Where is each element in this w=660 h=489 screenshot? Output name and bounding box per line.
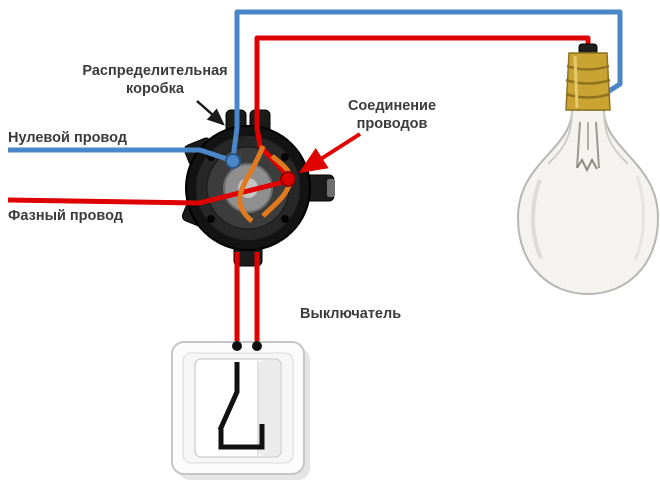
- filament-supports: [576, 121, 600, 169]
- neutral-wire-left: [8, 147, 234, 164]
- wires: [7, 9, 623, 344]
- switch-terminal-dot: [252, 341, 262, 351]
- neutral-wire-label: Нулевой провод: [8, 130, 128, 146]
- bulb-base-threads: [565, 64, 611, 99]
- bulb-neck-line: [603, 111, 629, 165]
- filament: [576, 157, 598, 173]
- bulb-neck-line: [547, 111, 573, 165]
- bulb-glass: [516, 109, 660, 296]
- bulb-glass-highlight: [531, 179, 543, 259]
- switch-terminal-dot: [232, 341, 242, 351]
- box-screw: [207, 215, 215, 223]
- phase-wire-label: Фазный провод: [8, 208, 123, 224]
- phase-connection-dot: [280, 171, 296, 187]
- distribution-box-label: Распределительная коробка: [82, 63, 228, 98]
- distribution-box-arrow: [196, 100, 225, 126]
- switch-label: Выключатель: [300, 306, 402, 322]
- neutral-connection-dot: [225, 153, 241, 169]
- gland-right-cap: [327, 179, 335, 197]
- light-switch: [171, 341, 310, 480]
- phase-wire-left: [7, 178, 289, 206]
- neutral-wire-to-bulb: [230, 9, 623, 159]
- wire-connection-label: Соединение проводов: [347, 98, 437, 133]
- wire-connection-arrow: [298, 132, 362, 174]
- bulb-glass-highlight: [633, 175, 645, 261]
- phase-wire-to-bulb: [254, 35, 591, 178]
- bulb-base-highlight: [573, 55, 579, 109]
- connection-wire-strand: [237, 145, 266, 223]
- box-screw: [281, 153, 289, 161]
- light-bulb: [516, 43, 660, 296]
- box-screw: [281, 215, 289, 223]
- switch-symbol: [217, 362, 265, 450]
